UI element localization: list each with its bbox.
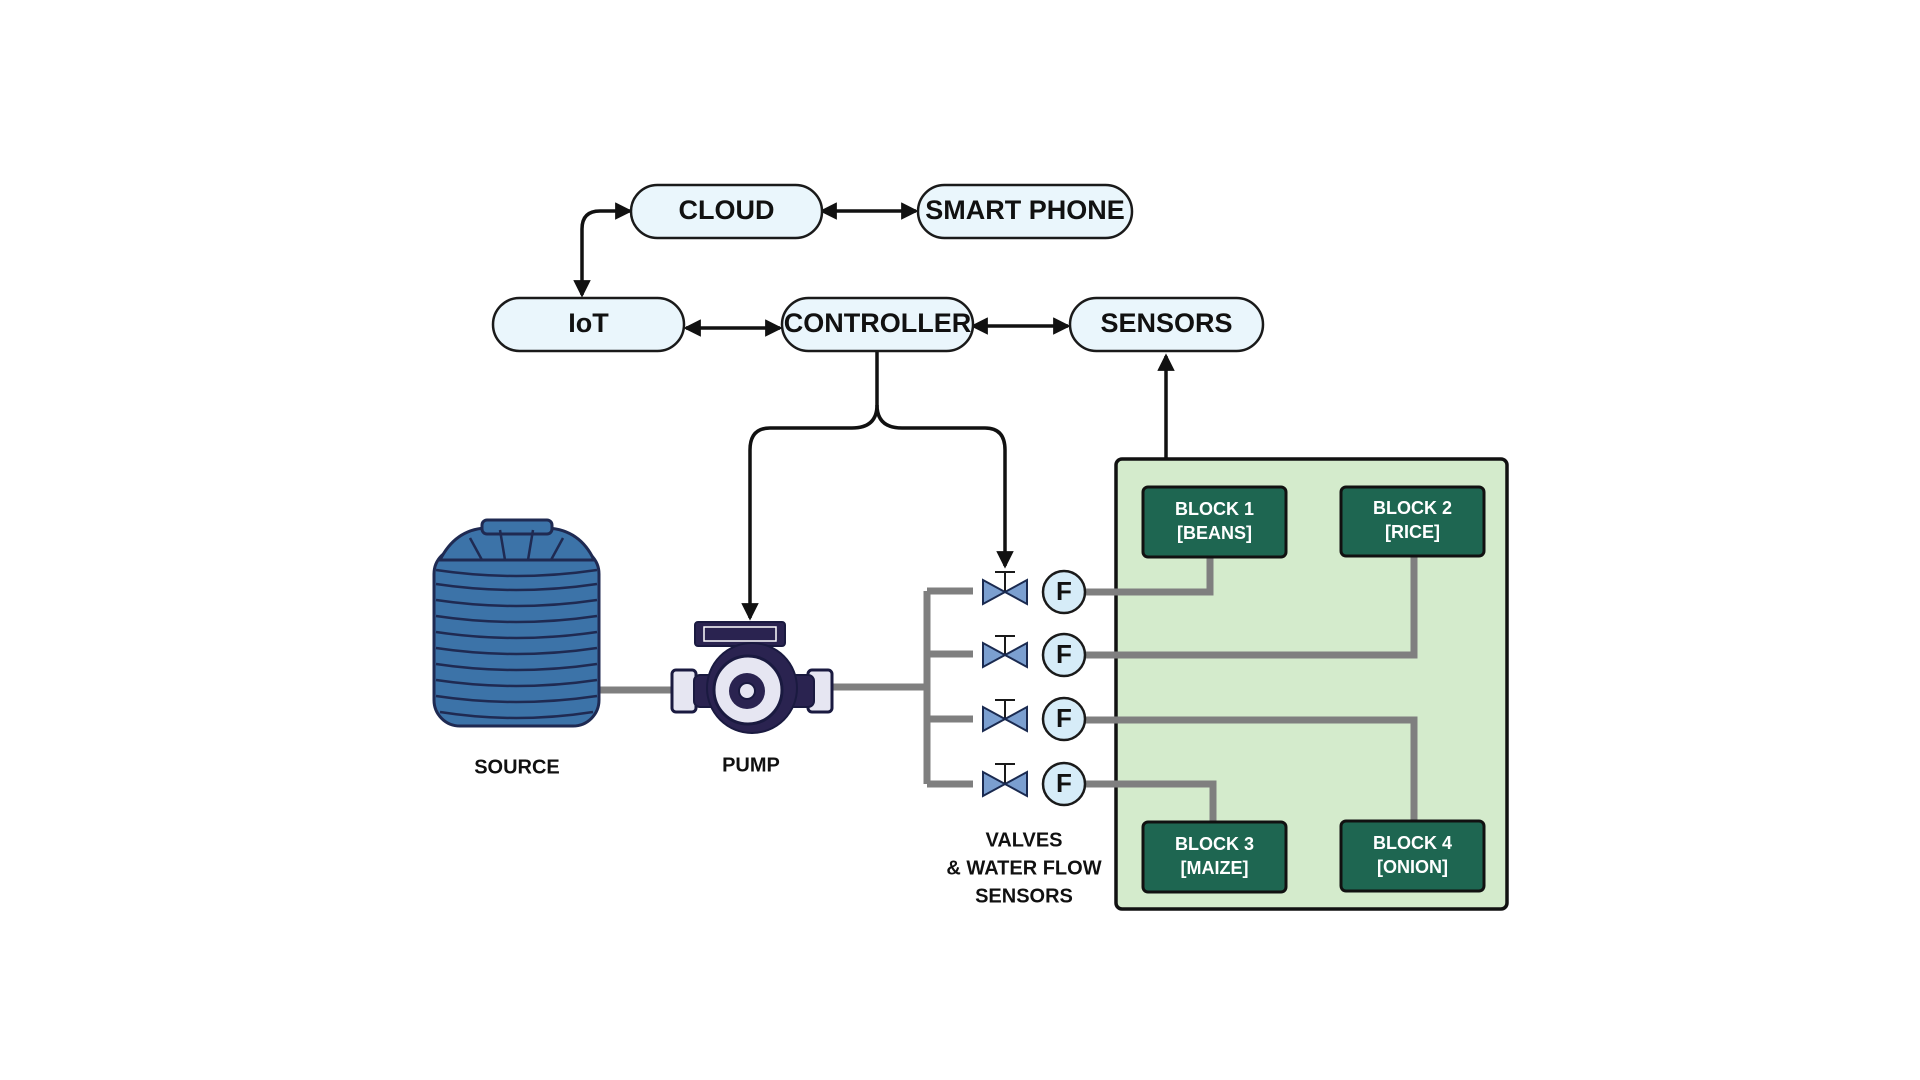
controller-node: CONTROLLER xyxy=(780,296,975,353)
block-4-supply-pipe xyxy=(1085,716,1418,821)
controller-valves-connector xyxy=(875,404,1014,569)
valves-label-line-2: & WATER FLOW xyxy=(946,857,1101,879)
block-1-crop: [BEANS] xyxy=(1177,523,1252,543)
flow-sensor-1-label: F xyxy=(1056,576,1072,606)
valve-4[interactable] xyxy=(982,763,1028,798)
cloud-node: CLOUD xyxy=(629,183,824,240)
valve-2[interactable] xyxy=(982,635,1028,669)
water-tank-icon xyxy=(432,518,601,728)
smart-phone-label: SMART PHONE xyxy=(925,195,1125,225)
cloud-label: CLOUD xyxy=(679,195,775,225)
block-1: BLOCK 1 [BEANS] xyxy=(1141,485,1288,559)
block-2-supply-pipe xyxy=(1085,555,1418,659)
flow-sensor-3-label: F xyxy=(1056,703,1072,733)
flow-sensor-1: F xyxy=(1041,569,1087,615)
iot-label: IoT xyxy=(568,308,609,338)
pump-icon xyxy=(670,621,834,734)
flow-sensor-2: F xyxy=(1041,632,1087,678)
block-3-supply-pipe xyxy=(1085,780,1217,822)
sensors-label: SENSORS xyxy=(1100,308,1232,338)
valves-label-line-3: SENSORS xyxy=(975,885,1073,907)
flow-sensor-3: F xyxy=(1041,696,1087,742)
block-3-crop: [MAIZE] xyxy=(1181,858,1249,878)
block-1-name: BLOCK 1 xyxy=(1175,499,1254,519)
block-1-supply-pipe xyxy=(1085,556,1214,596)
pump-label: PUMP xyxy=(722,754,780,776)
cloud-iot-connector xyxy=(573,202,633,298)
block-2-name: BLOCK 2 xyxy=(1373,498,1452,518)
block-4-name: BLOCK 4 xyxy=(1373,833,1452,853)
block-4-crop: [ONION] xyxy=(1377,857,1448,877)
valve-1[interactable] xyxy=(982,571,1028,606)
valves-label-line-1: VALVES xyxy=(985,829,1062,851)
controller-label: CONTROLLER xyxy=(784,308,971,338)
iot-node: IoT xyxy=(491,296,686,353)
controller-pump-connector xyxy=(741,352,879,621)
block-4: BLOCK 4 [ONION] xyxy=(1339,819,1486,893)
flow-sensor-4: F xyxy=(1041,761,1087,807)
block-3-name: BLOCK 3 xyxy=(1175,834,1254,854)
smart-phone-node: SMART PHONE xyxy=(916,183,1134,240)
sensors-node: SENSORS xyxy=(1068,296,1265,353)
valve-3[interactable] xyxy=(982,699,1028,733)
block-3: BLOCK 3 [MAIZE] xyxy=(1141,820,1288,894)
block-2: BLOCK 2 [RICE] xyxy=(1339,485,1486,558)
block-2-crop: [RICE] xyxy=(1385,522,1440,542)
flow-sensor-2-label: F xyxy=(1056,639,1072,669)
source-label: SOURCE xyxy=(474,756,560,778)
flow-sensor-4-label: F xyxy=(1056,768,1072,798)
